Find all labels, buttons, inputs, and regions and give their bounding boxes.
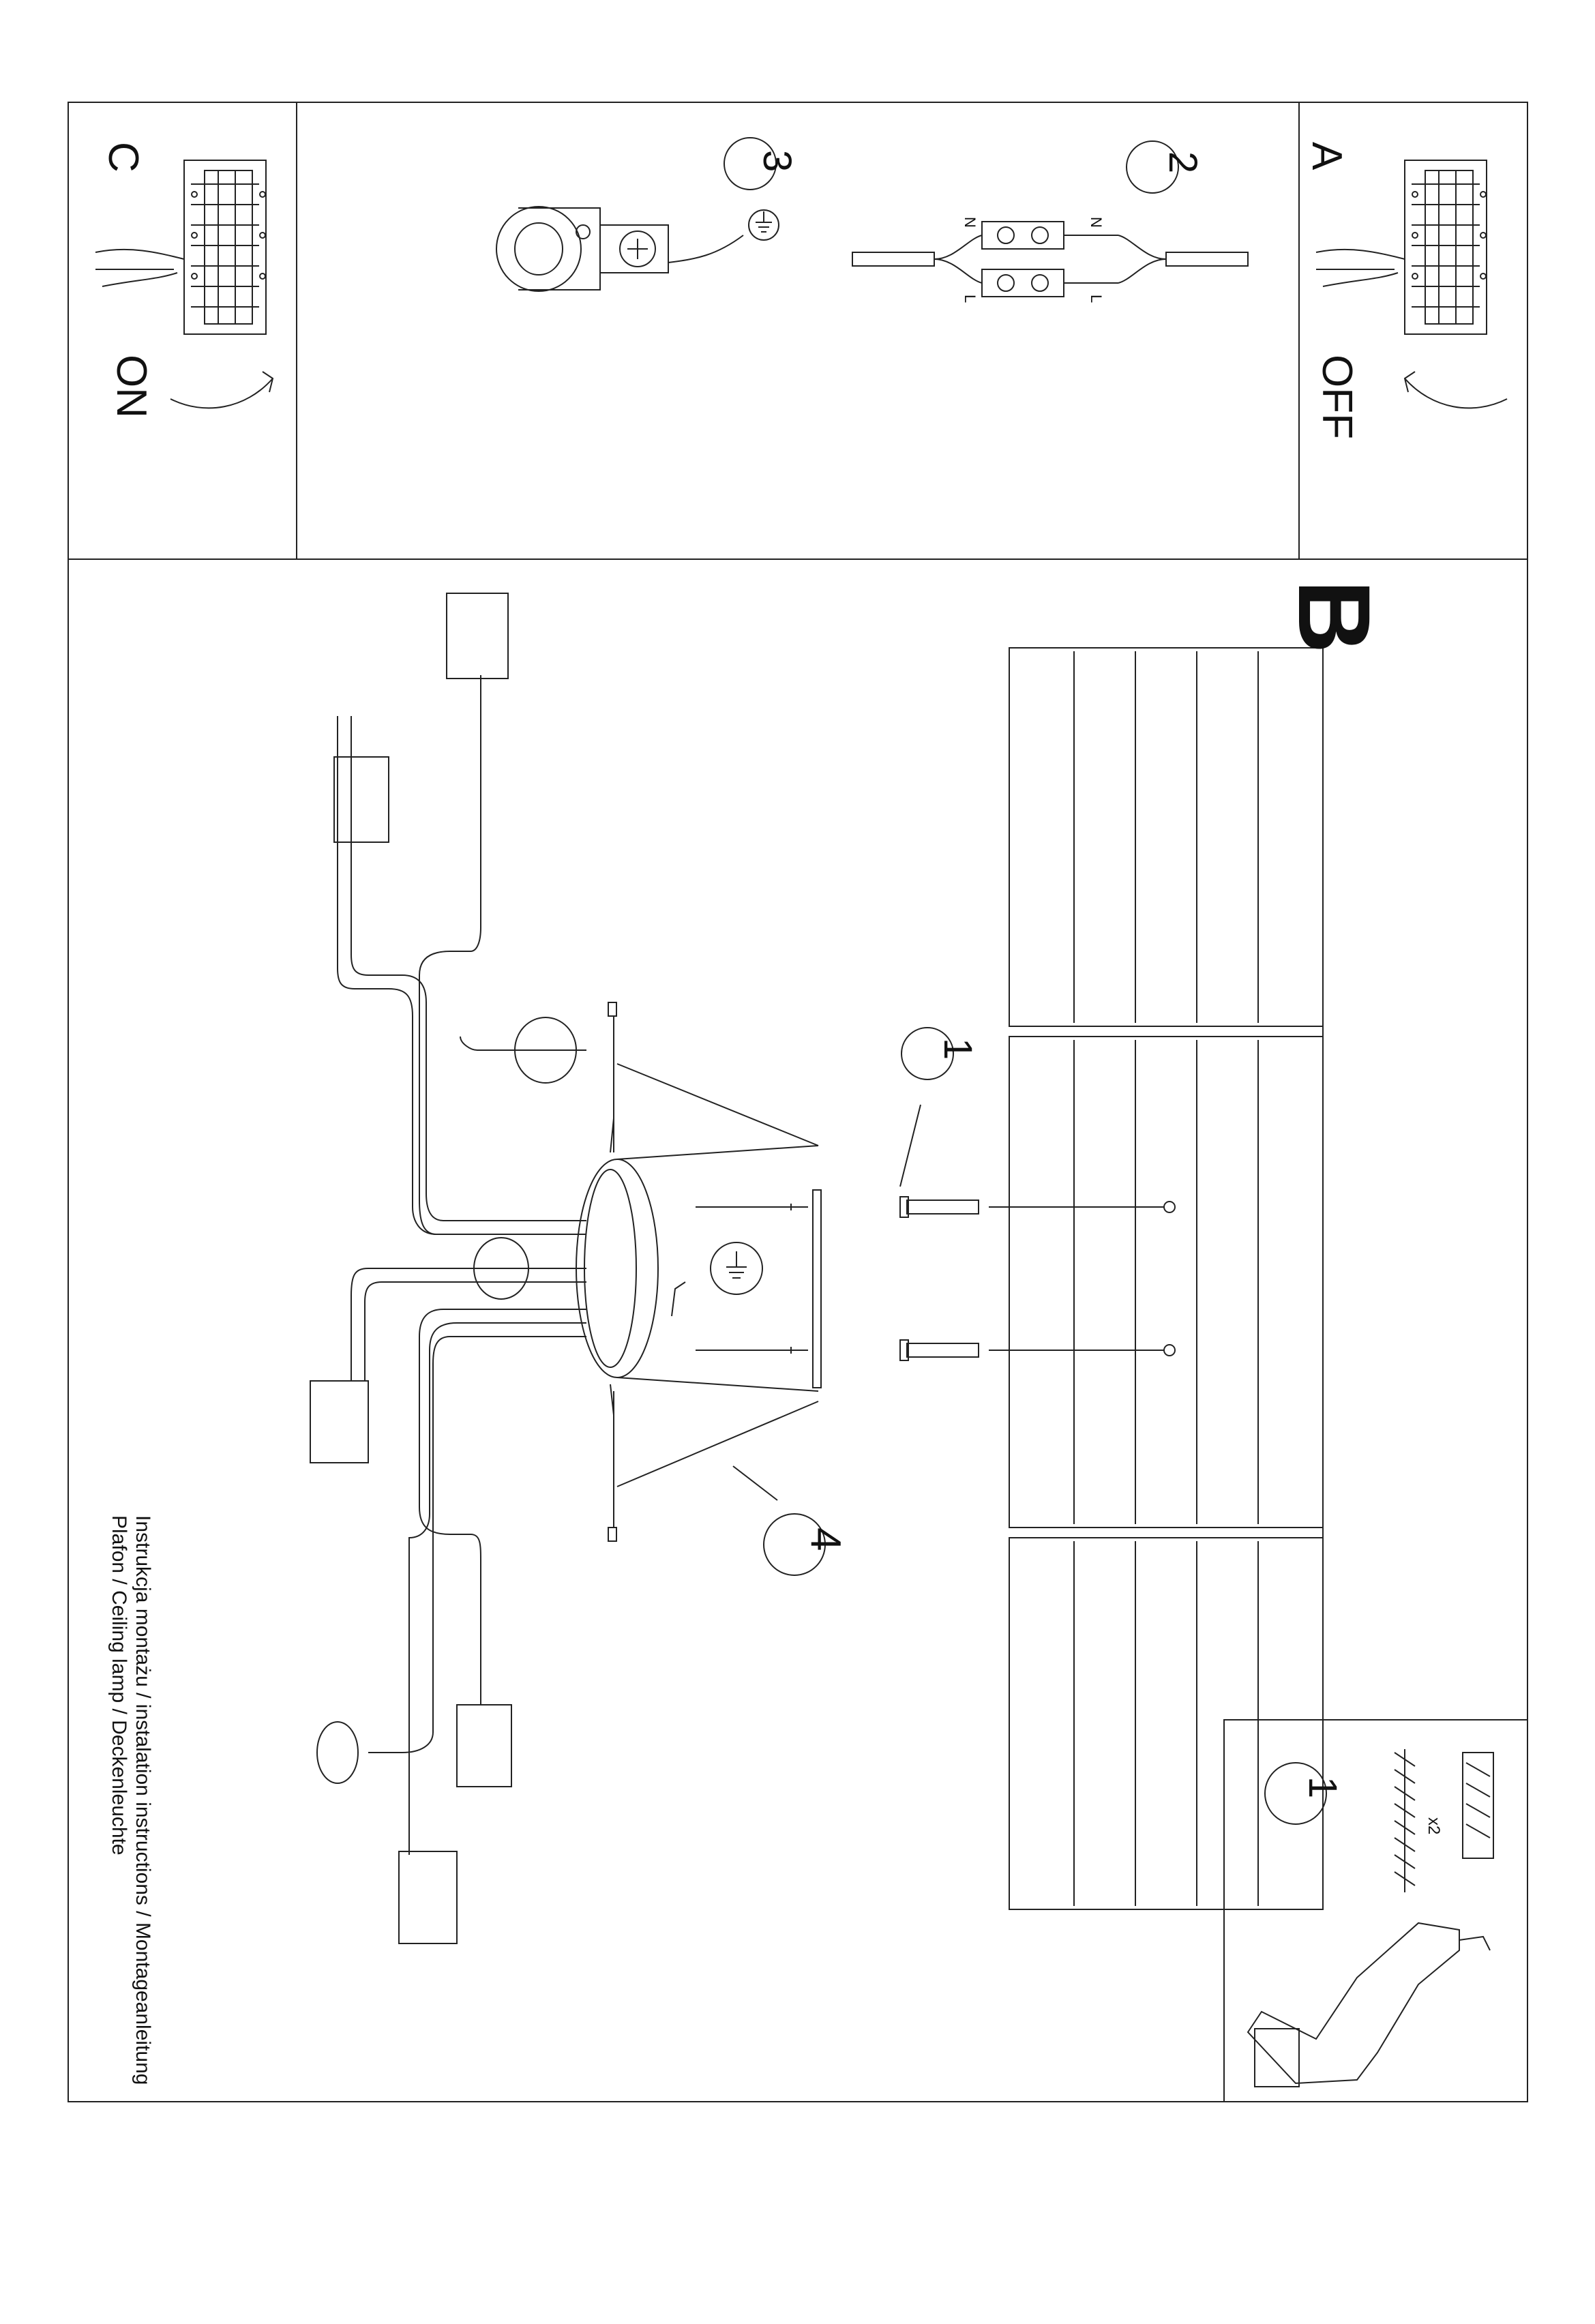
terminal-n-right: N xyxy=(1088,217,1105,228)
panel-a-letter: A xyxy=(1303,142,1350,170)
panel-c-caption: ON xyxy=(108,355,155,418)
panel-a-label-group: A OFF xyxy=(1303,142,1360,439)
fixing-assembly xyxy=(696,1027,1176,1388)
callout-4-leaders xyxy=(616,1063,826,1576)
terminal-n-left: N xyxy=(962,217,979,228)
kit-quantity: x2 xyxy=(1425,1817,1443,1834)
panel-b-letter: B xyxy=(1277,580,1392,653)
terminal-block-drawing xyxy=(852,140,1249,297)
terminal-l-left: L xyxy=(962,295,979,303)
kit-panel-border xyxy=(1223,1719,1527,2102)
title-line-1: Instrukcja montażu / instalation instruc… xyxy=(132,1515,154,2085)
panel-c-label-group: C ON xyxy=(100,142,155,418)
callout-3-number: 3 xyxy=(755,150,799,172)
earth-clamp-drawing xyxy=(496,137,779,292)
terminal-l-right: L xyxy=(1088,295,1105,303)
kit-drawing xyxy=(1247,1749,1494,2087)
kit-callout-number: 1 xyxy=(1300,1776,1345,1798)
title-line-2: Plafon / Ceiling lamp / Deckenleuchte xyxy=(108,1515,130,1856)
callout-1-number: 1 xyxy=(936,1038,980,1060)
breaker-a-drawing xyxy=(1315,160,1508,409)
lamp-drawing xyxy=(310,593,819,1944)
callout-4-number: 4 xyxy=(802,1528,849,1551)
page-frame xyxy=(68,102,1528,2102)
callout-2-number: 2 xyxy=(1161,151,1205,173)
ceiling-boards xyxy=(1009,647,1324,1910)
panel-c-letter: C xyxy=(100,142,147,173)
panel-a-caption: OFF xyxy=(1313,355,1360,439)
breaker-c-drawing xyxy=(95,160,274,409)
